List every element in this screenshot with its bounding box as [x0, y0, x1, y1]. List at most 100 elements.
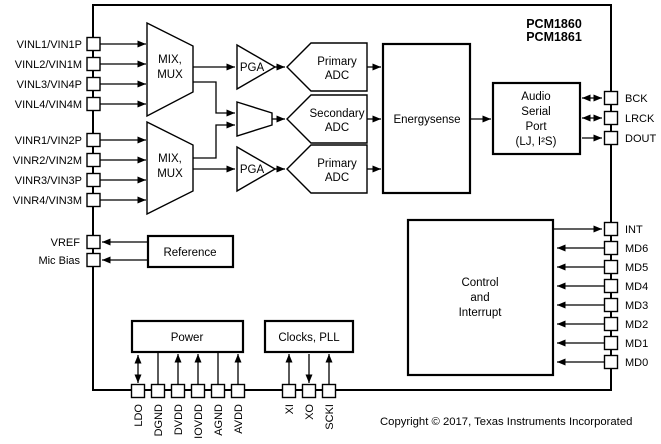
asp-label-4: (LJ, I²S)	[516, 136, 557, 148]
asp-label-3: Port	[525, 121, 547, 133]
label-vinl3: VINL3/VIN4P	[17, 79, 82, 91]
clocks-pll-label: Clocks, PLL	[278, 332, 340, 344]
label-md6: MD6	[625, 243, 648, 255]
label-md0: MD0	[625, 357, 648, 369]
label-vinl2: VINL2/VIN1M	[15, 59, 82, 71]
label-md1: MD1	[625, 338, 648, 350]
pin-dout	[603, 130, 619, 146]
pin-agnd	[210, 383, 226, 399]
pin-md1	[603, 335, 619, 351]
label-bck: BCK	[625, 93, 648, 105]
pin-vinl2	[86, 56, 101, 72]
label-lrck: LRCK	[625, 113, 655, 125]
energysense-label: Energysense	[393, 114, 460, 126]
label-vinr1: VINR1/VIN2P	[15, 135, 82, 147]
label-vinl4: VINL4/VIN4M	[15, 99, 82, 111]
pin-int	[603, 221, 619, 237]
pin-squares	[86, 36, 619, 399]
mux-bottom-shape	[146, 120, 194, 216]
label-micbias: Mic Bias	[38, 255, 80, 267]
pin-vinl1	[86, 36, 101, 52]
adc-secondary-label-2: ADC	[325, 122, 349, 134]
pin-lrck	[603, 110, 619, 126]
clocks-pll-block	[263, 319, 355, 354]
label-ldo: LDO	[133, 404, 145, 427]
pin-vinr1	[86, 132, 101, 148]
pin-xi	[281, 383, 297, 399]
pin-ldo	[130, 383, 146, 399]
adc-primary-top-label-1: Primary	[317, 56, 357, 68]
label-int: INT	[625, 224, 643, 236]
pin-vinr3	[86, 172, 101, 188]
asp-label-2: Serial	[521, 106, 550, 118]
pin-md3	[603, 297, 619, 313]
pga-top-label: PGA	[240, 62, 265, 74]
mux-top-label-1: MIX,	[158, 54, 182, 66]
pin-md5	[603, 259, 619, 275]
mux-bottom-label-1: MIX,	[158, 153, 182, 165]
pin-avdd	[230, 383, 246, 399]
label-md5: MD5	[625, 262, 648, 274]
adc-primary-bottom-label-2: ADC	[325, 172, 349, 184]
pin-dvdd	[170, 383, 186, 399]
energysense-block	[381, 42, 472, 195]
label-md3: MD3	[625, 300, 648, 312]
adc-secondary-shape	[286, 94, 368, 144]
adc-primary-top-label-2: ADC	[325, 70, 349, 82]
control-interrupt-block	[406, 218, 555, 377]
wire-muxtop-to-secmux	[193, 81, 235, 117]
power-block	[130, 319, 245, 354]
pga-bottom-label: PGA	[240, 164, 265, 176]
label-iovdd: IOVDD	[193, 404, 205, 439]
copyright-text: Copyright © 2017, Texas Instruments Inco…	[380, 416, 632, 428]
label-vinr3: VINR3/VIN3P	[15, 175, 82, 187]
pin-bck	[603, 90, 619, 106]
labels: PCM1860 PCM1861 MIX, MUX MIX, MUX PGA PG…	[13, 17, 657, 439]
label-md2: MD2	[625, 319, 648, 331]
function-blocks	[130, 21, 582, 377]
pin-md2	[603, 316, 619, 332]
adc-secondary-label-1: Secondary	[310, 108, 365, 120]
pin-xo	[301, 383, 317, 399]
chip-title-line1: PCM1860	[526, 17, 582, 31]
pin-vinl4	[86, 96, 101, 112]
reference-label: Reference	[163, 247, 216, 259]
mux-bottom-label-2: MUX	[157, 168, 183, 180]
label-avdd: AVDD	[233, 404, 245, 434]
pin-scki	[321, 383, 337, 399]
asp-label-1: Audio	[521, 91, 550, 103]
wires	[100, 40, 604, 387]
control-label-3: Interrupt	[459, 307, 503, 319]
label-scki: SCKI	[324, 404, 336, 430]
pga-top-shape	[236, 43, 277, 91]
reference-block	[146, 234, 235, 269]
label-agnd: AGND	[213, 404, 225, 436]
audio-serial-port-block	[491, 81, 582, 156]
pin-vinr4	[86, 192, 101, 208]
pin-vref	[86, 234, 101, 250]
mux-top-label-2: MUX	[157, 69, 183, 81]
pin-iovdd	[190, 383, 206, 399]
label-vinl1: VINL1/VIN1P	[17, 39, 82, 51]
label-vinr2: VINR2/VIN2M	[13, 155, 82, 167]
label-vinr4: VINR4/VIN3M	[13, 195, 82, 207]
wire-muxbottom-to-secmux	[193, 121, 235, 159]
chip-title-line2: PCM1861	[526, 30, 582, 44]
label-dvdd: DVDD	[173, 404, 185, 435]
pin-dgnd	[150, 383, 166, 399]
control-label-2: and	[470, 292, 489, 304]
label-xi: XI	[284, 404, 296, 414]
label-xo: XO	[304, 404, 316, 420]
control-label-1: Control	[461, 277, 498, 289]
adc-primary-bottom-label-1: Primary	[317, 158, 357, 170]
secondary-mux-shape	[236, 101, 273, 137]
label-vref: VREF	[51, 237, 81, 249]
pin-md6	[603, 240, 619, 256]
adc-primary-top-shape	[286, 42, 368, 92]
adc-primary-bottom-shape	[286, 144, 368, 194]
pin-md0	[603, 354, 619, 370]
pin-md4	[603, 278, 619, 294]
mux-top-shape	[146, 21, 194, 118]
pga-bottom-shape	[236, 145, 277, 193]
